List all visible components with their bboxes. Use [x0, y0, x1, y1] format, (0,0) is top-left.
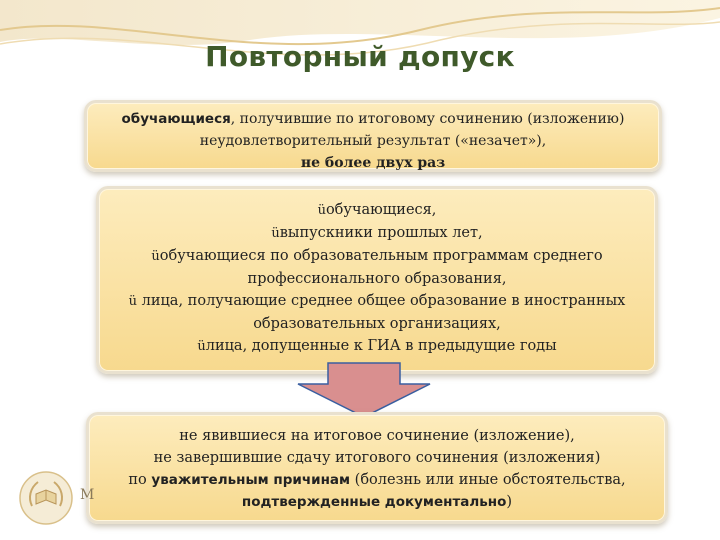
list-item: üвыпускники прошлых лет, — [271, 225, 483, 241]
absent-students-box: не явившиеся на итоговое сочинение (изло… — [86, 412, 668, 524]
list-item: ü лица, получающие среднее общее образов… — [128, 293, 626, 309]
students-bold-label: обучающиеся — [121, 111, 231, 127]
check-icon: ü — [271, 226, 280, 241]
list-item-continuation: образовательных организациях, — [253, 316, 501, 332]
list-item: üобучающиеся, — [317, 202, 437, 218]
check-icon: ü — [128, 294, 137, 309]
valid-reasons-bold-label: уважительным причинам — [151, 472, 351, 488]
box1-line1: , получившие по итоговому сочинению (изл… — [230, 111, 625, 127]
box3-line1: не явившиеся на итоговое сочинение (изло… — [179, 428, 575, 444]
categories-box: üобучающиеся, üвыпускники прошлых лет, ü… — [96, 186, 658, 374]
box1-line3: не более двух раз — [300, 155, 446, 171]
list-item-continuation: профессионального образования, — [247, 271, 507, 287]
documented-bold-label: подтвержденные документально — [241, 494, 507, 510]
repeat-admission-box: обучающиеся, получившие по итоговому соч… — [84, 100, 662, 172]
box1-line2: неудовлетворительный результат («незачет… — [199, 133, 547, 149]
book-laurel-emblem-icon — [19, 471, 73, 525]
list-item: üобучающиеся по образовательным программ… — [151, 248, 603, 264]
check-icon: ü — [317, 203, 326, 218]
list-item: üлица, допущенные к ГИА в предыдущие год… — [197, 338, 557, 354]
box3-line2: не завершившие сдачу итогового сочинения… — [153, 450, 601, 466]
down-arrow-icon — [297, 362, 431, 418]
check-icon: ü — [151, 249, 160, 264]
decorative-swoosh-background — [0, 0, 720, 56]
page-title: Повторный допуск — [205, 40, 515, 73]
side-letter: М — [80, 487, 95, 503]
check-icon: ü — [197, 339, 206, 354]
